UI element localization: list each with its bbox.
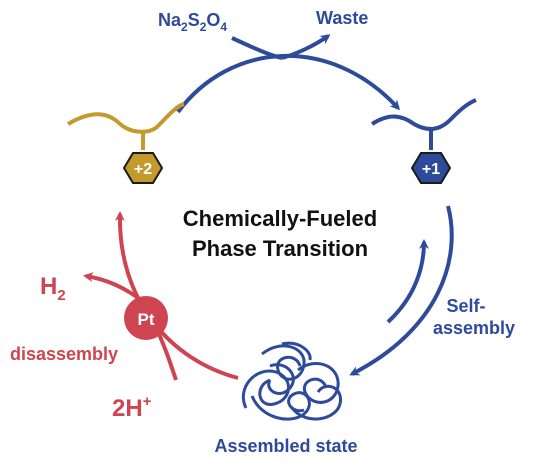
- top-cycle-arc: [176, 53, 401, 114]
- hexagon-charge-icon: [122, 152, 164, 184]
- blue-chain: [370, 98, 477, 131]
- waste-label: Waste: [316, 8, 368, 28]
- disassembly-label: disassembly: [10, 344, 118, 364]
- platinum-catalyst: Pt: [124, 296, 168, 340]
- charge-plus-two: +2: [134, 161, 152, 178]
- self-assembly-label-line2: assembly: [433, 318, 515, 338]
- hydrogen-product-label: H2: [40, 273, 66, 304]
- aggregate-tangle-icon: [241, 341, 343, 421]
- right-cycle-arc: [349, 205, 454, 376]
- hexagon-charge-icon: [410, 152, 452, 184]
- reduced-molecule: +1: [370, 98, 477, 184]
- diagram-title-line1: Chemically-Fueled: [183, 206, 377, 231]
- platinum-catalyst-icon: [124, 296, 168, 340]
- proton-input-label: 2H+: [112, 393, 152, 422]
- reverse-equilibrium-arrow: [386, 239, 429, 324]
- platinum-label: Pt: [138, 310, 155, 329]
- diagram-title-line2: Phase Transition: [192, 236, 368, 261]
- charge-plus-one: +1: [422, 161, 440, 178]
- reductant-inflow-curve: [231, 36, 283, 60]
- self-assembly-label-line1: Self-: [446, 296, 485, 316]
- reductant-label: Na2S2O4: [158, 10, 227, 34]
- gold-chain: [66, 102, 185, 134]
- assembled-state-label: Assembled state: [214, 436, 357, 456]
- oxidized-molecule: +2: [66, 102, 185, 184]
- waste-outflow-arrow: [281, 34, 331, 60]
